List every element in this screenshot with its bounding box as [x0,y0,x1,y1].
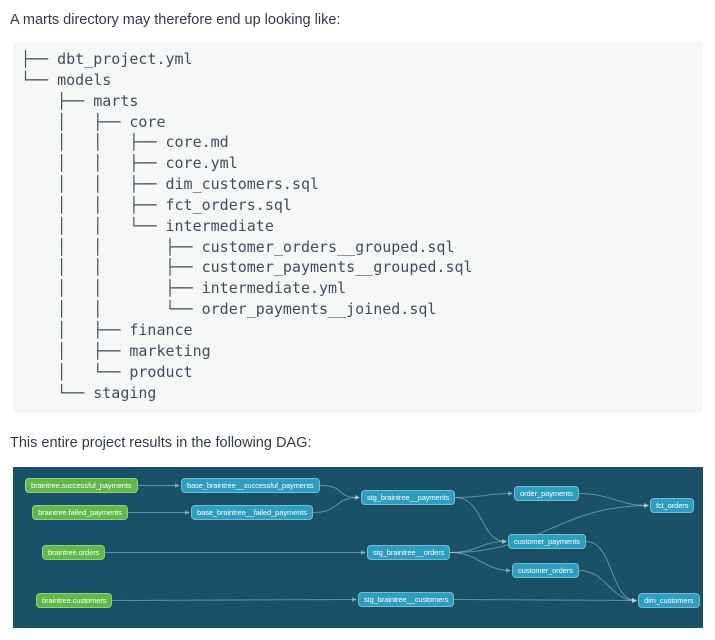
dag-node-base-braintree-successful-payments[interactable]: base_braintree__successful_payments [181,478,320,494]
dag-edge-customer-payments--dim-customers [585,541,637,604]
dag-edge-stg-braintree-orders--customer-orders [450,552,511,574]
dag-node-dim-customers[interactable]: dim_customers [638,593,700,609]
directory-tree-text: ├── dbt_project.yml └── models ├── marts… [21,50,473,402]
dag-edge-base-braintree-failed-payments--stg-braintree-payments [312,495,360,514]
dag-graph: braintree.successful_payments braintree.f… [13,467,703,629]
dag-edge-stg-braintree-orders--fct-orders [450,503,649,554]
dag-node-customer-payments[interactable]: customer_payments [508,534,586,550]
dag-node-braintree-failed-payments[interactable]: braintree.failed_payments [32,505,128,521]
dag-edge-base-braintree-successful-payments--stg-braintree-payments [319,485,360,501]
dag-node-order-payments[interactable]: order_payments [514,486,579,502]
dag-node-customer-orders[interactable]: customer_orders [512,563,579,579]
dag-edge-stg-braintree-customers--dim-customers [454,598,637,604]
dag-node-fct-orders[interactable]: fct_orders [650,498,695,514]
dag-node-stg-braintree-customers[interactable]: stg_braintree__customers [358,592,455,608]
directory-tree-code-block: ├── dbt_project.yml └── models ├── marts… [13,42,703,414]
dag-edge-braintree-customers--stg-braintree-customers [112,597,357,603]
intro-paragraph: A marts directory may therefore end up l… [10,12,341,28]
dag-node-braintree-orders[interactable]: braintree.orders [42,545,106,561]
dag-edges-svg [105,483,649,604]
dag-intro-paragraph: This entire project results in the follo… [10,435,312,452]
dag-edge-order-payments--fct-orders [578,493,649,509]
dag-node-stg-braintree-orders[interactable]: stg_braintree__orders [367,545,451,561]
dag-node-braintree-customers[interactable]: braintree.customers [36,593,113,609]
dag-node-base-braintree-failed-payments[interactable]: base_braintree__failed_payments [191,505,313,521]
dag-edge-customer-orders--dim-customers [578,570,637,604]
dag-edge-stg-braintree-payments--order-payments [455,491,513,499]
dag-node-stg-braintree-payments[interactable]: stg_braintree__payments [361,490,456,506]
dag-edge-stg-braintree-payments--customer-payments [455,497,507,545]
dag-edge-stg-braintree-orders--customer-payments [450,539,507,554]
dag-node-braintree-successful-payments[interactable]: braintree.successful_payments [25,478,138,494]
